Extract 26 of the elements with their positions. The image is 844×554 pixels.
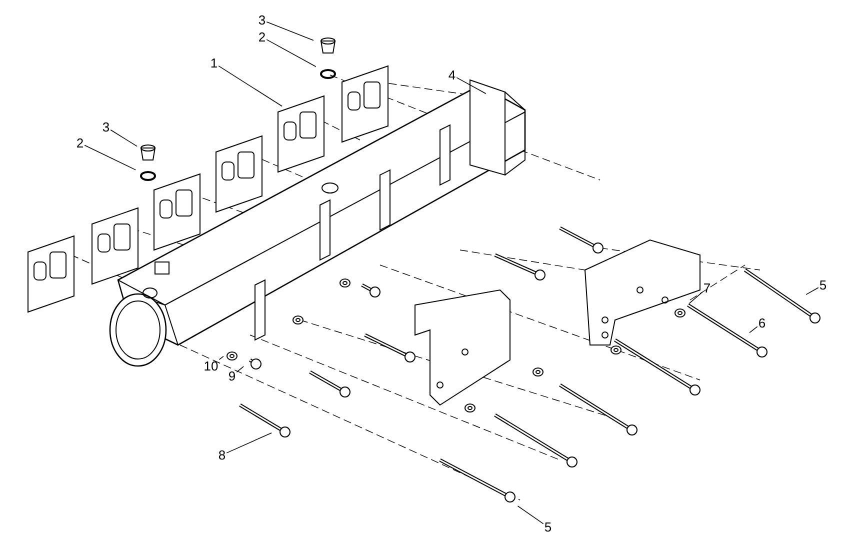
callout-number: 10 — [202, 358, 220, 374]
callout-number: 4 — [447, 68, 457, 82]
callout-number: 6 — [757, 316, 767, 330]
callout-number: 5 — [543, 520, 553, 534]
callout-number: 2 — [75, 136, 85, 150]
callout-number: 8 — [217, 448, 227, 462]
callout-number: 3 — [101, 120, 111, 134]
callout-number: 3 — [257, 12, 267, 28]
leader-line — [84, 144, 136, 170]
leader-line — [266, 39, 316, 68]
leader-line — [266, 21, 314, 41]
leader-line — [218, 66, 282, 107]
leader-line — [226, 432, 272, 454]
callout-number: 9 — [227, 368, 237, 384]
leader-line — [218, 356, 224, 360]
leader-line — [110, 129, 138, 147]
callout-number: 7 — [702, 280, 712, 296]
callout-number: 2 — [257, 30, 267, 44]
leader-line — [749, 326, 758, 334]
callout-number: 1 — [209, 56, 219, 70]
leader-line — [236, 366, 244, 373]
leader-line — [806, 287, 819, 295]
callout-number: 5 — [818, 278, 828, 292]
leader-line — [517, 506, 544, 524]
leader-line — [456, 77, 486, 94]
leader-line — [688, 292, 703, 304]
